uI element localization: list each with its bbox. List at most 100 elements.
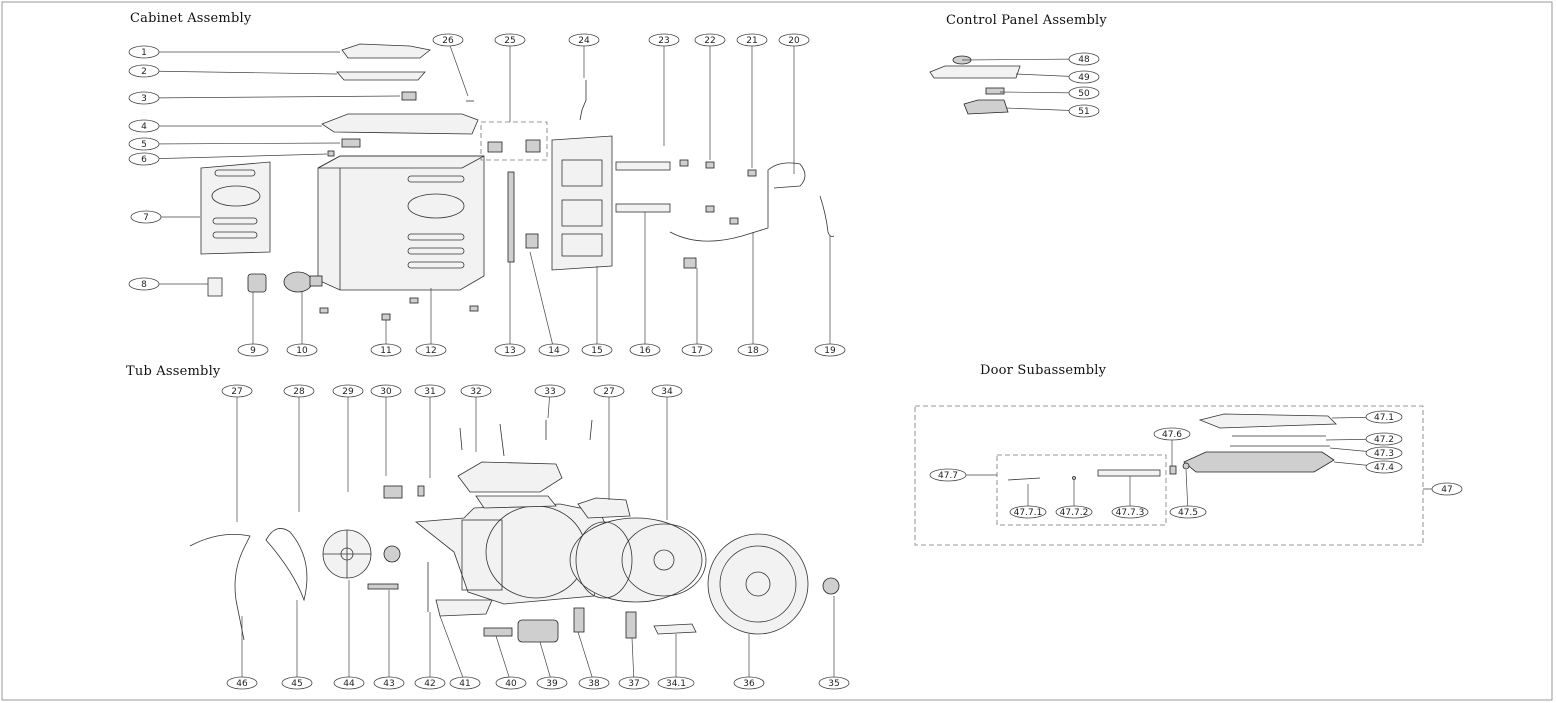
callout-bubble	[373, 676, 405, 690]
callout-bubble	[651, 384, 683, 398]
part-screw	[327, 150, 335, 157]
part-counterweight-top	[457, 461, 563, 493]
callout-bubble	[1068, 104, 1100, 118]
control-panel-parts	[929, 55, 1021, 115]
door-hinge-subgroup-box	[996, 454, 1167, 526]
callout-4: 4	[128, 119, 322, 133]
callout-number: 34.1	[666, 679, 686, 689]
callout-bubble	[657, 676, 695, 690]
callout-number: 47.1	[1374, 413, 1394, 423]
part-label-plate	[207, 277, 223, 297]
callout-27: 27	[221, 384, 253, 522]
callout-leader-line	[495, 635, 512, 684]
callout-leader-line	[447, 39, 469, 97]
callout-12: 12	[415, 288, 447, 357]
part-drain-hose	[819, 195, 835, 237]
callout-number: 48	[1078, 55, 1090, 65]
callout-number: 10	[296, 346, 308, 356]
callout-bubble	[629, 343, 661, 357]
callout-bubble	[286, 343, 318, 357]
callout-number: 47	[1441, 485, 1452, 495]
callout-number: 15	[591, 346, 602, 356]
callout-bubble	[1431, 482, 1463, 496]
callout-number: 7	[143, 213, 149, 223]
part-counterweight-right	[577, 497, 631, 519]
part-bracket-upper	[615, 161, 671, 171]
callout-bubble	[1068, 70, 1100, 84]
callout-bubble	[534, 384, 566, 398]
callout-bubble	[415, 343, 447, 357]
callout-bubble	[536, 676, 568, 690]
part-screw-e	[747, 169, 757, 177]
callout-number: 36	[743, 679, 755, 689]
callout-number: 3	[141, 94, 147, 104]
callout-bubble	[128, 45, 160, 59]
callout-bubble	[283, 384, 315, 398]
callout-leader-line	[143, 142, 341, 145]
callout-45: 45	[281, 600, 313, 690]
callout-bubble	[460, 384, 492, 398]
callout-number: 29	[342, 387, 354, 397]
part-top-frame	[321, 113, 479, 135]
callout-47-5: 47.5	[1169, 469, 1207, 519]
callout-bubble	[694, 33, 726, 47]
part-drum	[569, 517, 707, 603]
part-rail	[507, 171, 515, 263]
callout-number: 44	[343, 679, 355, 689]
callout-leader-line	[961, 58, 1085, 61]
callout-bubble	[1169, 505, 1207, 519]
callout-number: 34	[661, 387, 673, 397]
part-door-top	[1198, 413, 1337, 429]
callout-17: 17	[681, 268, 713, 357]
callout-number: 13	[504, 346, 515, 356]
part-foot	[381, 313, 391, 321]
callout-31: 31	[414, 384, 446, 478]
door-subassembly-box	[914, 405, 1424, 546]
callout-30: 30	[370, 384, 402, 476]
part-pump-filter	[247, 273, 267, 293]
callout-bubble	[128, 277, 160, 291]
callout-number: 26	[442, 36, 454, 46]
part-drain-pump	[283, 271, 323, 293]
part-control-board	[985, 87, 1005, 95]
part-belt	[265, 528, 308, 602]
callout-bubble	[1055, 505, 1093, 519]
callout-50: 50	[999, 86, 1100, 100]
callout-number: 39	[546, 679, 558, 689]
part-motor	[517, 619, 559, 643]
callout-number: 32	[470, 387, 481, 397]
part-latch	[341, 138, 361, 148]
callout-20: 20	[778, 33, 810, 174]
part-bracket	[401, 91, 417, 101]
callout-bubble	[128, 119, 160, 133]
callout-bubble	[370, 343, 402, 357]
callout-bubble	[494, 33, 526, 47]
callout-number: 19	[824, 346, 836, 356]
callout-number: 41	[459, 679, 470, 689]
callout-36: 36	[733, 634, 765, 690]
part-clip-30	[417, 485, 425, 497]
callout-number: 22	[704, 36, 715, 46]
callout-number: 20	[788, 36, 800, 46]
callout-14: 14	[529, 251, 570, 357]
callout-2: 2	[128, 64, 338, 78]
callout-number: 30	[380, 387, 392, 397]
callout-47-7-1: 47.7.1	[1009, 484, 1047, 519]
callout-43: 43	[373, 590, 405, 690]
callout-number: 25	[504, 36, 515, 46]
part-door-glass	[1183, 451, 1335, 473]
callout-leader-line	[143, 95, 401, 99]
part-bearing	[383, 545, 401, 563]
callout-18: 18	[737, 232, 769, 357]
callout-3: 3	[128, 91, 401, 105]
callout-number: 45	[291, 679, 302, 689]
callout-47-7: 47.7	[929, 468, 997, 482]
callout-number: 28	[293, 387, 305, 397]
callout-number: 11	[380, 346, 391, 356]
callout-34: 34	[651, 384, 683, 520]
callout-16: 16	[629, 212, 661, 357]
callout-22: 22	[694, 33, 726, 160]
part-switch	[525, 233, 539, 249]
callout-number: 38	[588, 679, 600, 689]
callout-25: 25	[494, 33, 526, 122]
